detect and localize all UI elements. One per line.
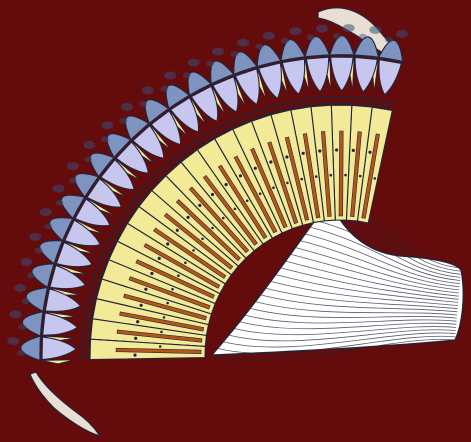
cell-nucleus xyxy=(368,151,371,154)
lens-shading xyxy=(142,86,154,94)
cell-nucleus xyxy=(134,337,137,340)
cell-nucleus xyxy=(192,249,195,252)
cell-nucleus xyxy=(300,178,303,181)
cell-nucleus xyxy=(285,155,288,158)
lens-shading xyxy=(188,59,200,67)
cell-nucleus xyxy=(359,175,362,178)
lens-shading xyxy=(121,103,133,111)
lens-shading xyxy=(21,258,33,266)
cell-nucleus xyxy=(352,149,355,152)
cell-nucleus xyxy=(176,229,179,232)
cell-nucleus xyxy=(171,288,174,291)
lens-shading xyxy=(7,337,19,345)
lens-shading xyxy=(164,72,176,80)
cell-nucleus xyxy=(177,274,180,277)
lens-shading xyxy=(14,284,26,292)
cell-nucleus xyxy=(187,216,190,219)
cell-nucleus xyxy=(225,183,228,186)
lens-shading xyxy=(212,48,224,56)
lens-shading xyxy=(119,118,127,124)
cell-nucleus xyxy=(374,177,377,180)
lens-shading xyxy=(333,33,341,39)
cell-nucleus xyxy=(211,227,214,230)
lens-shading xyxy=(27,273,35,279)
lens-shading xyxy=(343,24,355,32)
cell-nucleus xyxy=(239,174,242,177)
lens-shading xyxy=(101,121,113,129)
cell-nucleus xyxy=(166,302,169,305)
lens-shading xyxy=(35,248,43,254)
lens-shading xyxy=(101,136,109,142)
cell-nucleus xyxy=(140,304,143,307)
lens-shading xyxy=(206,61,214,67)
lens-shading xyxy=(316,25,328,33)
lens-shading xyxy=(40,208,52,216)
lens-shading xyxy=(263,32,275,40)
lens-shading xyxy=(289,27,301,35)
lens-shading xyxy=(22,298,30,304)
lens-shading xyxy=(69,178,77,184)
cell-nucleus xyxy=(302,152,305,155)
lens-shading xyxy=(183,72,191,78)
rhabdom xyxy=(339,131,343,216)
cell-nucleus xyxy=(163,316,166,319)
lens-shading xyxy=(139,101,147,107)
lens-shading xyxy=(53,185,65,193)
lens-shading xyxy=(307,34,315,40)
cell-nucleus xyxy=(150,272,153,275)
cell-nucleus xyxy=(166,242,169,245)
lens-shading xyxy=(160,86,168,92)
cell-nucleus xyxy=(144,288,147,291)
lens-shading xyxy=(255,43,263,49)
cell-nucleus xyxy=(133,354,136,357)
cell-nucleus xyxy=(344,174,347,177)
cell-nucleus xyxy=(136,320,139,323)
cell-nucleus xyxy=(160,331,163,334)
cell-nucleus xyxy=(286,182,289,185)
cell-nucleus xyxy=(318,149,321,152)
cell-nucleus xyxy=(158,257,161,260)
lens-shading xyxy=(84,156,92,162)
cell-nucleus xyxy=(198,204,201,207)
cell-nucleus xyxy=(259,192,262,195)
cell-nucleus xyxy=(330,174,333,177)
lens-shading xyxy=(18,324,26,330)
lens-shading xyxy=(56,200,64,206)
cell-nucleus xyxy=(269,160,272,163)
lens-shading xyxy=(17,350,25,356)
lens-shading xyxy=(10,310,22,318)
cell-nucleus xyxy=(272,186,275,189)
lens-shading xyxy=(230,51,238,57)
lens-shading xyxy=(359,34,367,40)
cell-nucleus xyxy=(211,193,214,196)
cell-nucleus xyxy=(254,167,257,170)
cell-nucleus xyxy=(246,200,249,203)
cell-nucleus xyxy=(184,262,187,265)
lens-shading xyxy=(29,233,41,241)
lens-shading xyxy=(385,37,393,43)
lens-shading xyxy=(83,141,95,149)
cell-nucleus xyxy=(201,238,204,241)
cell-nucleus xyxy=(222,217,225,220)
lens-shading xyxy=(369,26,381,34)
lens-shading xyxy=(281,38,289,44)
cell-nucleus xyxy=(234,208,237,211)
cell-nucleus xyxy=(159,345,162,348)
lens-shading xyxy=(67,162,79,170)
cell-nucleus xyxy=(335,148,338,151)
lens-shading xyxy=(396,30,408,38)
cell-nucleus xyxy=(315,175,318,178)
lens-shading xyxy=(44,223,52,229)
lens-shading xyxy=(237,39,249,47)
